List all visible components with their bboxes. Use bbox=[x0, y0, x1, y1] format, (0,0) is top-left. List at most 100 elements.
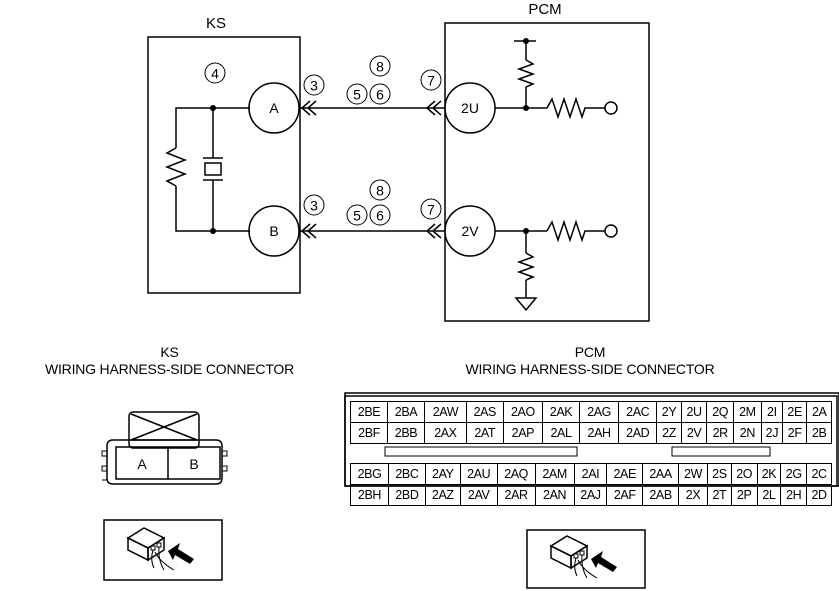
pin-cell: 2BH bbox=[350, 484, 389, 506]
pcm-signal-node-icon bbox=[604, 224, 618, 238]
connector-chevron-icon bbox=[300, 223, 311, 239]
pin-cell: 2AV bbox=[459, 484, 498, 506]
pin-cell: 2AH bbox=[578, 422, 620, 444]
callout-5: 5 bbox=[346, 83, 368, 105]
pin-cell: 2W bbox=[678, 463, 709, 485]
ks-connector-subtitle: WIRING HARNESS-SIDE CONNECTOR bbox=[44, 361, 295, 377]
pin-cell: 2AM bbox=[534, 463, 575, 485]
ks-resistor-icon bbox=[164, 147, 188, 187]
ks-pin-a: A bbox=[137, 456, 147, 472]
pin-cell: 2T bbox=[707, 484, 732, 506]
pcm-pullup-resistor-icon bbox=[516, 59, 536, 88]
pin-cell: 2AK bbox=[541, 401, 581, 423]
pin-cell: 2BA bbox=[387, 401, 426, 423]
pin-cell: 2U bbox=[680, 401, 708, 423]
callout-8: 8 bbox=[369, 179, 391, 201]
svg-text:5: 5 bbox=[353, 87, 361, 103]
ks-connector-face: A B bbox=[101, 411, 228, 485]
svg-text:6: 6 bbox=[376, 208, 384, 224]
svg-text:6: 6 bbox=[376, 87, 384, 103]
pin-cell: 2AR bbox=[496, 484, 536, 506]
pin-cell: 2AP bbox=[502, 422, 543, 444]
connector-chevron-icon bbox=[425, 223, 436, 239]
ks-component: KS 4 A B bbox=[147, 15, 301, 294]
pcm-connector-title: PCM bbox=[574, 344, 606, 360]
pin-cell: 2AQ bbox=[496, 463, 536, 485]
connector-chevron-icon bbox=[431, 223, 442, 239]
pcm-box bbox=[444, 22, 650, 322]
pin-cell: 2AX bbox=[424, 422, 467, 444]
pin-cell: 2M bbox=[733, 401, 762, 423]
pin-cell: 2A bbox=[806, 401, 832, 423]
connector-chevron-icon bbox=[306, 223, 317, 239]
svg-text:3: 3 bbox=[310, 78, 318, 94]
svg-text:7: 7 bbox=[427, 202, 435, 218]
ks-label: KS bbox=[206, 15, 226, 32]
pin-cell: 2AA bbox=[642, 463, 680, 485]
svg-text:3: 3 bbox=[310, 198, 318, 214]
pcm-upper-circuit bbox=[495, 38, 618, 120]
ks-connector-title: KS bbox=[160, 344, 179, 360]
pin-cell: 2BF bbox=[349, 422, 389, 444]
pin-cell: 2AY bbox=[424, 463, 461, 485]
pin-cell: 2Q bbox=[706, 401, 734, 423]
pin-cell: 2AT bbox=[465, 422, 504, 444]
pin-cell: 2I bbox=[760, 401, 783, 423]
pin-cell: 2AU bbox=[459, 463, 498, 485]
svg-text:4: 4 bbox=[211, 66, 219, 82]
callout-7: 7 bbox=[420, 69, 442, 91]
pin-cell: 2D bbox=[806, 484, 832, 506]
connector-chevron-icon bbox=[425, 100, 436, 116]
pcm-component: PCM 2U 2V bbox=[444, 1, 650, 322]
pin-cell: 2B bbox=[806, 422, 832, 444]
pin-cell: 2BD bbox=[387, 484, 426, 506]
pin-cell: 2AG bbox=[578, 401, 620, 423]
pcm-pulldown-resistor-icon bbox=[516, 252, 536, 281]
pcm-signal-node-icon bbox=[604, 101, 618, 115]
pin-cell: 2BE bbox=[349, 401, 389, 423]
pin-cell: 2H bbox=[780, 484, 808, 506]
svg-text:2U: 2U bbox=[461, 100, 479, 116]
pin-cell: 2K bbox=[756, 463, 782, 485]
callout-7: 7 bbox=[420, 198, 442, 220]
pcm-terminal-2v: 2V bbox=[444, 205, 496, 257]
pin-cell: 2N bbox=[733, 422, 762, 444]
pin-cell: 2BB bbox=[387, 422, 426, 444]
pcm-series-resistor-icon bbox=[546, 219, 605, 243]
pin-cell: 2AB bbox=[642, 484, 680, 506]
ground-icon bbox=[514, 297, 538, 312]
pcm-lower-circuit bbox=[495, 219, 618, 312]
svg-text:5: 5 bbox=[353, 208, 361, 224]
pin-cell: 2AL bbox=[541, 422, 581, 444]
callout-5: 5 bbox=[346, 204, 368, 226]
pcm-connector-caption: PCM WIRING HARNESS-SIDE CONNECTOR bbox=[380, 344, 800, 378]
svg-text:7: 7 bbox=[427, 73, 435, 89]
pcm-label: PCM bbox=[528, 1, 561, 18]
pin-cell: 2AS bbox=[465, 401, 504, 423]
pin-cell: 2AW bbox=[424, 401, 467, 423]
ks-pin-b: B bbox=[189, 456, 198, 472]
pin-cell: 2E bbox=[781, 401, 808, 423]
pin-cell: 2AO bbox=[502, 401, 543, 423]
connector-chevron-icon bbox=[431, 100, 442, 116]
svg-text:8: 8 bbox=[376, 183, 384, 199]
pin-cell: 2AJ bbox=[573, 484, 608, 506]
ks-internal-circuit bbox=[164, 105, 250, 234]
pin-cell: 2AZ bbox=[424, 484, 461, 506]
pin-cell: 2Y bbox=[656, 401, 682, 423]
pcm-view-direction-icon bbox=[526, 529, 646, 589]
pin-cell: 2AI bbox=[573, 463, 608, 485]
connector-chevron-icon bbox=[300, 100, 311, 116]
callout-6: 6 bbox=[369, 204, 391, 226]
callout-3: 3 bbox=[303, 194, 325, 216]
pcm-terminal-2u: 2U bbox=[444, 82, 496, 134]
pin-cell: 2AF bbox=[606, 484, 644, 506]
pin-cell: 2V bbox=[680, 422, 708, 444]
svg-text:8: 8 bbox=[376, 59, 384, 75]
